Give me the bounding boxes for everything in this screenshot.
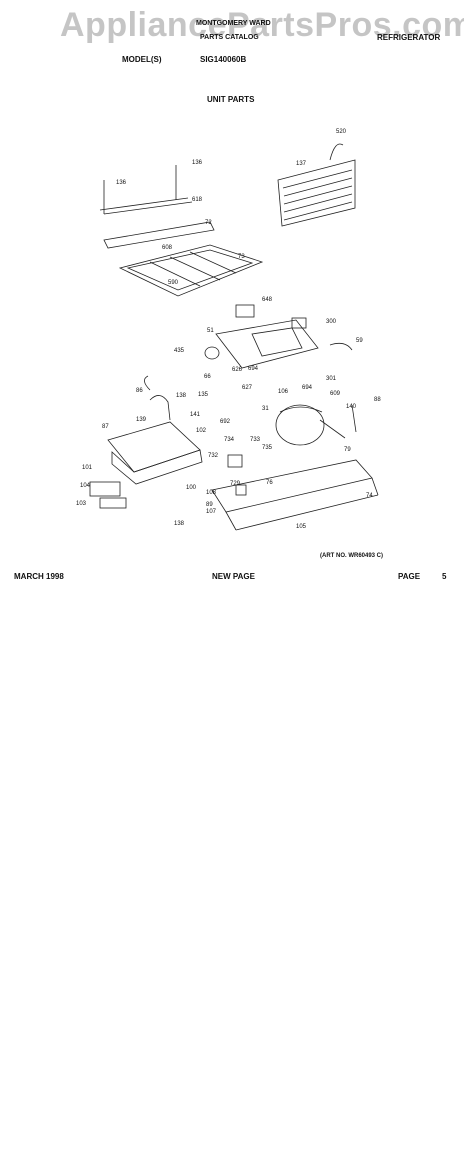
callout-138a: 138 [176, 393, 187, 399]
callout-136a: 136 [192, 160, 203, 166]
exploded-parts-diagram: 136 136 618 72 608 73 590 520 137 648 51… [76, 129, 381, 531]
catalog-title: PARTS CATALOG [200, 34, 259, 41]
defrost-pan [107, 421, 201, 473]
callout-136b: 136 [116, 180, 127, 186]
callout-692: 692 [220, 419, 231, 425]
callout-729: 729 [230, 481, 241, 487]
callout-618: 618 [192, 197, 203, 203]
callout-627: 627 [242, 385, 253, 391]
callout-520: 520 [336, 129, 347, 135]
callout-59: 59 [356, 338, 363, 344]
callout-103: 103 [76, 501, 87, 507]
rail-72 [103, 221, 215, 249]
callout-732: 732 [208, 453, 219, 459]
callout-734: 734 [224, 437, 235, 443]
callout-88: 88 [374, 397, 381, 403]
top-rod [99, 197, 189, 211]
watermark: AppliancePartsPros.com [60, 6, 464, 44]
section-title: UNIT PARTS [207, 95, 255, 104]
callout-300: 300 [326, 319, 337, 325]
callout-104: 104 [80, 483, 91, 489]
callout-137: 137 [296, 161, 307, 167]
footer-status: NEW PAGE [212, 572, 255, 581]
callout-66: 66 [204, 374, 211, 380]
callout-101: 101 [82, 465, 93, 471]
model-label: MODEL(S) [122, 55, 162, 64]
callout-735: 735 [262, 445, 273, 451]
callout-76: 76 [266, 480, 273, 486]
compressor [275, 404, 325, 446]
callout-89: 89 [206, 502, 213, 508]
art-number: (ART NO. WR60493 C) [320, 553, 384, 559]
callout-626: 626 [232, 367, 243, 373]
callout-51: 51 [207, 328, 214, 334]
callout-72: 72 [205, 220, 212, 226]
callout-106: 106 [278, 389, 289, 395]
callout-31: 31 [262, 406, 269, 412]
callout-135: 135 [198, 392, 209, 398]
callout-648: 648 [262, 297, 273, 303]
footer-date: MARCH 1998 [14, 572, 64, 581]
condenser-coil [277, 159, 356, 227]
model-number: SIG140060B [200, 55, 247, 64]
callout-301: 301 [326, 376, 337, 382]
fan-motor-648 [235, 304, 255, 318]
callout-73: 73 [238, 254, 245, 260]
category-title: REFRIGERATOR [377, 33, 441, 42]
parts-catalog-page: AppliancePartsPros.com MONTGOMERY WARD P… [14, 6, 464, 581]
brand-line: MONTGOMERY WARD [196, 20, 271, 27]
drain-plate-104 [89, 481, 121, 497]
callout-141: 141 [190, 412, 201, 418]
callout-100: 100 [186, 485, 197, 491]
callout-105: 105 [296, 524, 307, 530]
callout-107: 107 [206, 509, 217, 515]
callout-733: 733 [250, 437, 261, 443]
callout-694a: 694 [248, 366, 259, 372]
callout-102: 102 [196, 428, 207, 434]
drain-tube [149, 395, 171, 421]
callout-609: 609 [330, 391, 341, 397]
fan-bracket [215, 319, 319, 369]
callout-87: 87 [102, 424, 109, 430]
callout-435: 435 [174, 348, 185, 354]
fan-blade [204, 346, 220, 360]
callout-608: 608 [162, 245, 173, 251]
footer-page-number: 5 [442, 572, 447, 581]
drain-pan [118, 244, 264, 297]
callout-86: 86 [136, 388, 143, 394]
callout-590: 590 [168, 280, 179, 286]
callout-79: 79 [344, 447, 351, 453]
callout-139: 139 [136, 417, 147, 423]
callout-labels: 136 136 618 72 608 73 590 520 137 648 51… [76, 129, 381, 530]
callout-140: 140 [346, 404, 357, 410]
callout-74: 74 [366, 493, 373, 499]
footer-page-label: PAGE [398, 572, 421, 581]
callout-108: 108 [206, 490, 217, 496]
callout-694b: 694 [302, 385, 313, 391]
callout-138b: 138 [174, 521, 185, 527]
